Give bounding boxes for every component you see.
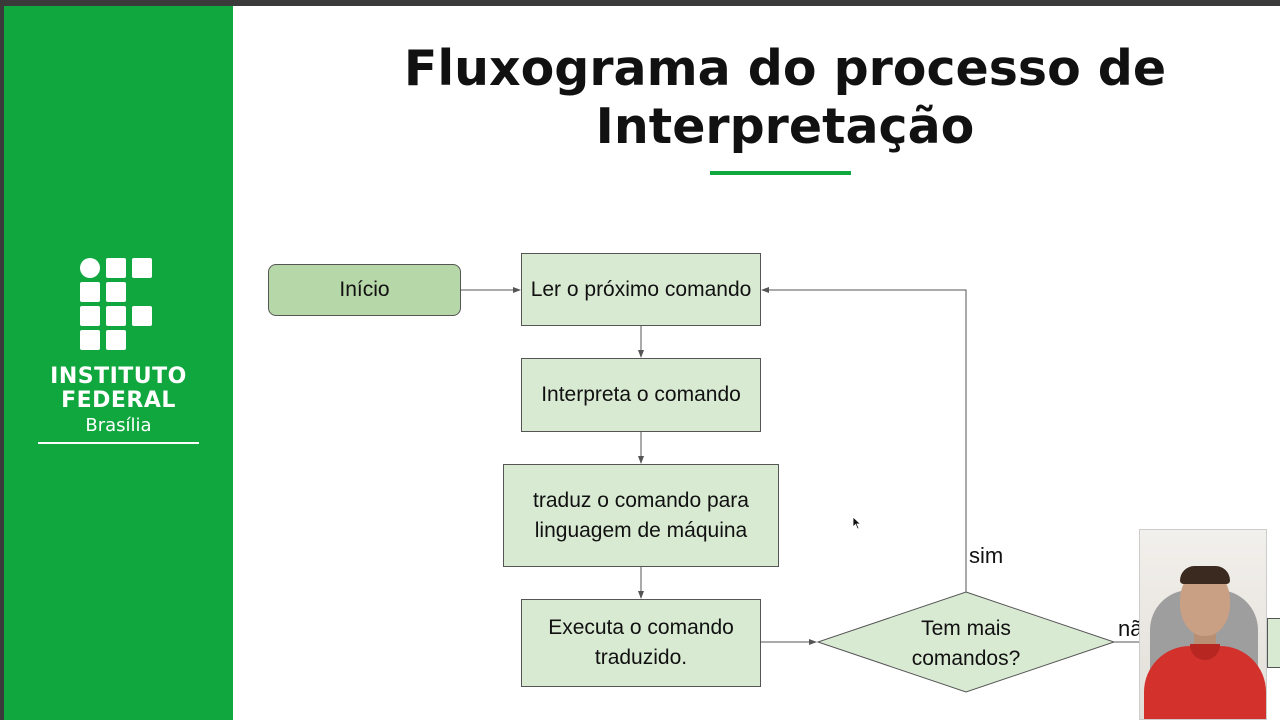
end-node-partial	[1267, 618, 1280, 668]
institute-logo-icon	[80, 258, 152, 352]
sidebar-brand-strip	[4, 6, 233, 720]
logo-divider	[38, 442, 199, 444]
slide-title: Fluxograma do processo de Interpretação	[340, 40, 1230, 156]
left-window-border	[0, 6, 4, 720]
logo-text-federal: FEDERAL	[61, 388, 176, 413]
edge-decision-yes-loop	[761, 287, 967, 592]
title-underline	[710, 171, 851, 175]
slide-title-line2: Interpretação	[595, 98, 975, 155]
decision-label: Tem mais comandos?	[911, 617, 1021, 670]
execute-command-node: Executa o comando traduzido.	[521, 599, 761, 687]
yes-label: sim	[969, 543, 1004, 568]
interpret-command-node: Interpreta o comando	[521, 358, 761, 432]
logo-text-instituto: INSTITUTO	[50, 364, 187, 389]
translate-command-node: traduz o comando para linguagem de máqui…	[503, 464, 779, 567]
mouse-pointer-icon	[852, 516, 862, 530]
no-label: nã	[1118, 616, 1143, 641]
start-node: Início	[268, 264, 461, 316]
decision-diamond	[816, 591, 1116, 693]
logo-text-campus: Brasília	[85, 415, 152, 436]
top-window-bar	[0, 0, 1280, 6]
presenter-webcam	[1139, 529, 1267, 720]
slide-title-line1: Fluxograma do processo de	[403, 40, 1167, 97]
read-command-node: Ler o próximo comando	[521, 253, 761, 326]
